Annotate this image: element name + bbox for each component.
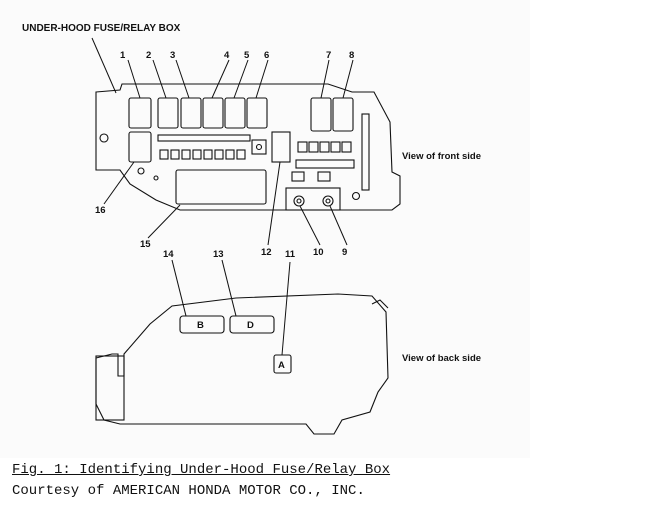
callout-8: 8 xyxy=(349,50,354,61)
relay-4 xyxy=(202,97,224,129)
callout-13: 13 xyxy=(213,249,224,260)
front-view xyxy=(95,83,401,211)
callout-10: 10 xyxy=(313,247,324,258)
callout-4: 4 xyxy=(224,50,230,61)
callout-1: 1 xyxy=(120,50,126,61)
main-fuse-15 xyxy=(175,169,267,205)
back-view-label: View of back side xyxy=(402,353,481,364)
back-flap xyxy=(95,355,125,421)
callout-2: 2 xyxy=(146,50,151,61)
front-mount-hole xyxy=(99,133,109,143)
callout-3: 3 xyxy=(170,50,175,61)
back-fuse-b-label: B xyxy=(197,320,204,331)
right-slot xyxy=(361,113,370,191)
back-housing-outline xyxy=(95,293,389,435)
mini-fuse-row xyxy=(159,149,246,160)
fuse-strip-top xyxy=(157,134,251,142)
upper-right-box xyxy=(291,171,305,182)
bolt-terminal-10 xyxy=(293,195,305,207)
front-view-label: View of front side xyxy=(402,151,481,162)
title-leader-line xyxy=(91,37,117,94)
callout-11: 11 xyxy=(285,249,296,260)
upper-right-box-2 xyxy=(317,171,331,182)
back-fuse-a-label: A xyxy=(278,360,285,371)
right-mount-hole xyxy=(351,191,361,201)
scan-background xyxy=(0,0,530,458)
back-top-bracket xyxy=(371,299,389,309)
right-fuse-block xyxy=(295,141,355,169)
relay-6 xyxy=(246,97,268,129)
terminal-recess xyxy=(285,187,341,211)
small-module-knob xyxy=(255,143,263,151)
front-housing-outline xyxy=(95,83,401,211)
relay-5 xyxy=(224,97,246,129)
diagram-title: UNDER-HOOD FUSE/RELAY BOX xyxy=(22,23,181,34)
bolt-terminal-9-inner xyxy=(325,198,331,204)
callout-14: 14 xyxy=(163,249,174,260)
small-marker-circle-2 xyxy=(153,175,159,181)
relay-3 xyxy=(180,97,202,129)
callout-15: 15 xyxy=(140,239,151,250)
callout-9: 9 xyxy=(342,247,347,258)
back-leader-lines xyxy=(171,259,291,356)
bolt-terminal-9 xyxy=(322,195,334,207)
callout-6: 6 xyxy=(264,50,269,61)
small-marker-circle xyxy=(137,167,145,175)
back-fuse-d-label: D xyxy=(247,320,254,331)
relay-16 xyxy=(128,131,152,163)
courtesy-line: Courtesy of AMERICAN HONDA MOTOR CO., IN… xyxy=(12,483,365,499)
front-leader-lines xyxy=(103,59,354,246)
back-view xyxy=(95,293,389,435)
bolt-terminal-10-inner xyxy=(296,198,302,204)
callout-7: 7 xyxy=(326,50,331,61)
figure-caption: Fig. 1: Identifying Under-Hood Fuse/Rela… xyxy=(12,462,391,478)
small-module xyxy=(251,139,267,155)
fuse-12 xyxy=(271,131,291,163)
callout-5: 5 xyxy=(244,50,250,61)
callout-16: 16 xyxy=(95,205,106,216)
callout-12: 12 xyxy=(261,247,272,258)
relay-2 xyxy=(157,97,179,129)
back-fuse-b xyxy=(179,315,225,334)
back-fuse-d xyxy=(229,315,275,334)
